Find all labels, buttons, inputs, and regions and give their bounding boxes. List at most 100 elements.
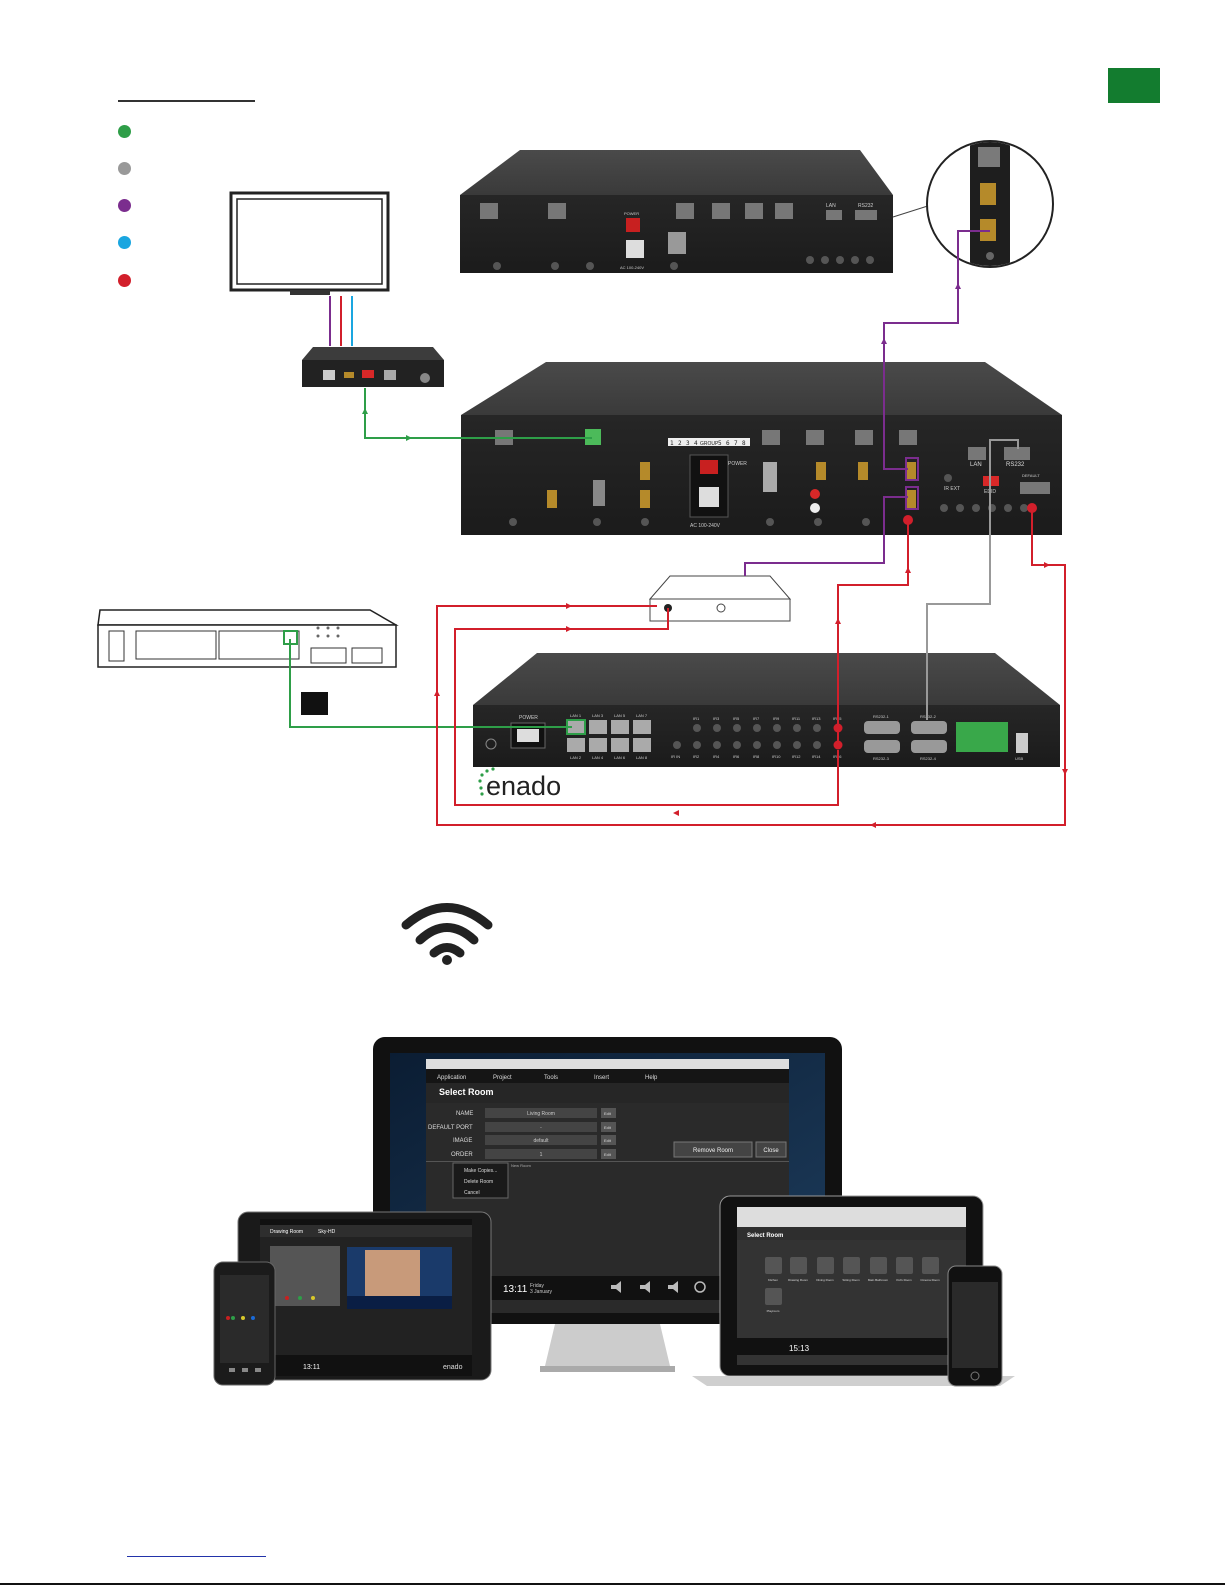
cable-paths bbox=[289, 230, 1066, 826]
ir-label-13: IR13 bbox=[812, 716, 821, 721]
tablet-room: Drawing Room bbox=[270, 1229, 303, 1235]
menu-insert[interactable]: Insert bbox=[594, 1075, 609, 1081]
field-name-input[interactable] bbox=[485, 1108, 597, 1118]
group-number-7: 7 bbox=[734, 440, 738, 447]
tv-cables bbox=[329, 296, 353, 346]
group-number-3: 3 bbox=[686, 440, 690, 447]
controller-lan-4: LAN 4 bbox=[592, 755, 604, 760]
field-label-image: IMAGE bbox=[453, 1138, 472, 1144]
edit-image-button[interactable]: Edit bbox=[604, 1138, 612, 1143]
main-voltage-label: AC 100-240V bbox=[690, 523, 721, 529]
laptop-room-playroom[interactable]: Playroom bbox=[767, 1309, 780, 1313]
ir-label-in: IR IN bbox=[671, 754, 680, 759]
set-top-box bbox=[648, 575, 792, 622]
volume-down-icon bbox=[611, 1281, 621, 1293]
rs232-label-4: RS232-4 bbox=[920, 756, 937, 761]
main-power-label: POWER bbox=[728, 461, 747, 467]
rs232-label-3: RS232-3 bbox=[873, 756, 890, 761]
rs232-label-2: RS232-2 bbox=[920, 714, 937, 719]
edit-name-button[interactable]: Edit bbox=[604, 1111, 612, 1116]
controller-lan-8: LAN 8 bbox=[636, 755, 648, 760]
laptop-room-sitting[interactable]: Sitting Room bbox=[842, 1278, 860, 1282]
laptop-room-drawing[interactable]: Drawing Room bbox=[788, 1278, 808, 1282]
laptop-select-room-title: Select Room bbox=[747, 1233, 783, 1239]
close-button[interactable]: Close bbox=[763, 1148, 779, 1154]
controller-lan-1: LAN 1 bbox=[570, 713, 582, 718]
field-name-value: Living Room bbox=[527, 1111, 555, 1117]
group-number-4: 4 bbox=[694, 440, 698, 447]
enado-brand-text: enado bbox=[486, 771, 561, 801]
tablet-clock: 13:11 bbox=[303, 1364, 320, 1371]
edit-port-button[interactable]: Edit bbox=[604, 1125, 612, 1130]
laptop-room-bathroom[interactable]: Main Bathroom bbox=[868, 1278, 889, 1282]
laptop-room-dining[interactable]: Dining Room bbox=[816, 1278, 834, 1282]
main-lan-label: LAN bbox=[970, 462, 982, 468]
group-number-8: 8 bbox=[742, 440, 746, 447]
new-room-label: New Room bbox=[511, 1163, 531, 1168]
group-number-6: 6 bbox=[726, 440, 730, 447]
desktop-clock-time: 13:11 bbox=[503, 1284, 528, 1295]
menu-project[interactable]: Project bbox=[493, 1075, 512, 1081]
legend-heading-rule bbox=[118, 100, 255, 102]
controller-lan-2: LAN 2 bbox=[570, 755, 582, 760]
controller-lan-3: LAN 3 bbox=[592, 713, 604, 718]
menu-application[interactable]: Application bbox=[437, 1075, 466, 1081]
enado-controller: POWER LAN 1 LAN 3 LAN 5 LAN 7 LAN 2 LAN … bbox=[473, 653, 1060, 767]
page-corner-tab bbox=[1108, 68, 1160, 103]
laptop-clock: 15:13 bbox=[789, 1344, 810, 1353]
laptop-room-kitchen[interactable]: Kitchen bbox=[768, 1278, 778, 1282]
top-unit-power-label: POWER bbox=[624, 211, 639, 216]
laptop-room-kids[interactable]: Kid's Room bbox=[896, 1278, 912, 1282]
page-bottom-rule bbox=[0, 1583, 1225, 1585]
tablet-device: Drawing Room Sky-HD 13:11 enado bbox=[237, 1211, 492, 1381]
laptop-device: Select Room Kitchen Drawing Room Dining … bbox=[692, 1195, 1015, 1386]
group-switch-numbers: 1 2 3 4 GROUP 5 6 7 8 bbox=[670, 440, 746, 447]
main-default-label: DEFAULT bbox=[1022, 473, 1040, 478]
ir-label-3: IR3 bbox=[713, 716, 720, 721]
zoom-callout bbox=[892, 140, 1054, 268]
group-number-2: 2 bbox=[678, 440, 682, 447]
remove-room-button[interactable]: Remove Room bbox=[693, 1148, 733, 1154]
main-rs232-label: RS232 bbox=[1006, 462, 1025, 468]
cable-tag bbox=[301, 692, 328, 715]
legend-dot-green bbox=[118, 125, 131, 138]
rs232-label-1: RS232-1 bbox=[873, 714, 890, 719]
controller-usb-label: USB bbox=[1015, 756, 1024, 761]
field-order-input[interactable] bbox=[485, 1149, 597, 1159]
field-port-input[interactable] bbox=[485, 1122, 597, 1132]
top-unit-lan-label: LAN bbox=[826, 203, 836, 209]
group-label: GROUP bbox=[700, 441, 719, 447]
ir-label-8: IR8 bbox=[753, 754, 760, 759]
controller-lan-5: LAN 5 bbox=[614, 713, 626, 718]
ir-label-5: IR5 bbox=[733, 716, 740, 721]
field-label-name: NAME bbox=[456, 1111, 473, 1117]
ir-label-4: IR4 bbox=[713, 754, 720, 759]
controller-lan-6: LAN 6 bbox=[614, 755, 626, 760]
ir-label-6: IR6 bbox=[733, 754, 740, 759]
edit-order-button[interactable]: Edit bbox=[604, 1152, 612, 1157]
ir-label-2: IR2 bbox=[693, 754, 700, 759]
context-delete-room[interactable]: Delete Room bbox=[464, 1179, 493, 1185]
cable-arrows bbox=[362, 283, 1068, 828]
group-number-5: 5 bbox=[718, 440, 722, 447]
desktop-clock-date: 3 January bbox=[530, 1289, 552, 1295]
group-number-1: 1 bbox=[670, 440, 674, 447]
legend-dot-red bbox=[118, 274, 131, 287]
top-matrix-unit: LAN RS232 POWER AC 100-240V bbox=[460, 150, 893, 273]
context-cancel[interactable]: Cancel bbox=[464, 1190, 480, 1196]
field-order-value: 1 bbox=[540, 1152, 543, 1158]
field-image-input[interactable] bbox=[485, 1135, 597, 1145]
enado-logo: enado bbox=[478, 767, 561, 801]
menu-tools[interactable]: Tools bbox=[544, 1075, 558, 1081]
network-switch bbox=[97, 609, 399, 668]
laptop-room-cinema[interactable]: Cinema Room bbox=[920, 1278, 940, 1282]
controller-power-label: POWER bbox=[519, 715, 538, 721]
ir-label-12: IR12 bbox=[792, 754, 801, 759]
menu-help[interactable]: Help bbox=[645, 1075, 658, 1081]
tablet-brand: enado bbox=[443, 1364, 463, 1371]
context-make-copies[interactable]: Make Copies... bbox=[464, 1168, 497, 1174]
field-image-value: default bbox=[533, 1138, 549, 1144]
hdbt-receiver bbox=[302, 347, 444, 387]
select-room-title: Select Room bbox=[439, 1087, 494, 1097]
